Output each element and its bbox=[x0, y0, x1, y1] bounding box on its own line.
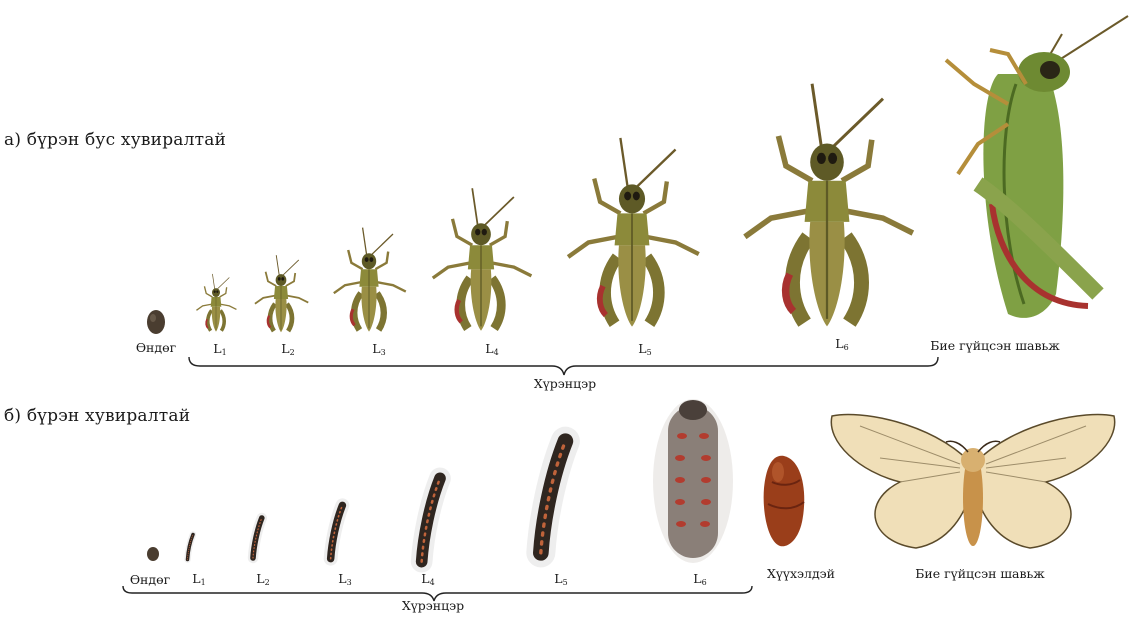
caterpillar-l2-figure bbox=[246, 514, 268, 562]
caterpillar-l4-figure bbox=[410, 470, 450, 570]
nymph-l1-figure bbox=[192, 273, 240, 333]
adult-label: Бие гүйцсэн шавьж bbox=[910, 566, 1050, 581]
caterpillar-l1-figure bbox=[182, 532, 198, 562]
stage-label-a-l6: L6 bbox=[822, 336, 862, 352]
adult-grasshopper-figure bbox=[938, 14, 1130, 334]
bracket-label-a: Хүрэнцэр bbox=[520, 376, 610, 391]
nymph-l6-figure bbox=[727, 80, 927, 332]
stage-label-a-l4: L4 bbox=[472, 341, 512, 357]
caterpillar-l5-figure bbox=[524, 430, 580, 564]
row-b-title: б) бүрэн хувиралтай bbox=[4, 406, 190, 426]
stage-label-a-l5: L5 bbox=[625, 341, 665, 357]
nymph-l3-figure bbox=[326, 226, 412, 334]
caterpillar-l3-figure bbox=[322, 500, 350, 564]
stage-label-a-l2: L2 bbox=[268, 341, 308, 357]
nymph-bracket bbox=[188, 356, 940, 376]
bracket-label-b: Хүрэнцэр bbox=[388, 598, 478, 613]
stage-label-a-l3: L3 bbox=[359, 341, 399, 357]
egg-icon bbox=[145, 309, 167, 335]
pupa-label: Хүүхэлдэй bbox=[756, 566, 846, 581]
adult-moth-figure bbox=[820, 402, 1126, 562]
nymph-l4-figure bbox=[422, 186, 540, 334]
adult-label: Бие гүйцсэн шавьж bbox=[930, 338, 1060, 353]
egg-icon bbox=[146, 546, 160, 562]
pupa-figure bbox=[758, 452, 810, 550]
row-a-title: а) бүрэн бус хувиралтай bbox=[4, 130, 226, 150]
egg-label: Өндөг bbox=[131, 340, 181, 355]
caterpillar-l6-figure bbox=[650, 396, 736, 566]
nymph-l2-figure bbox=[250, 254, 312, 334]
nymph-l5-figure bbox=[552, 135, 712, 331]
stage-label-a-l1: L1 bbox=[200, 341, 240, 357]
